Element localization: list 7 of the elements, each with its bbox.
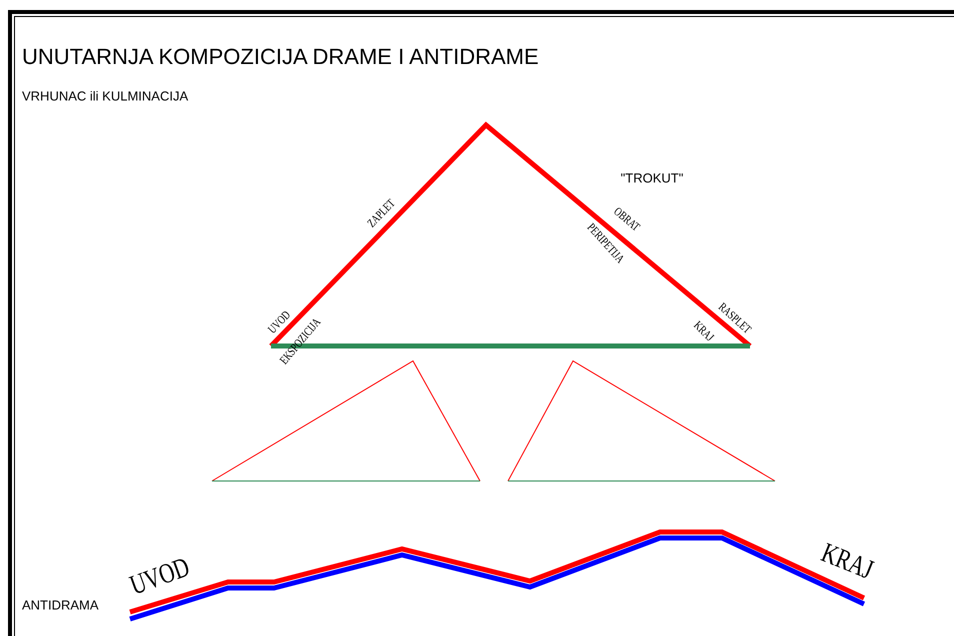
shape-label: "TROKUT" — [620, 172, 684, 184]
side-label: ANTIDRAMA — [22, 598, 99, 612]
line-label: KRAJ — [817, 539, 877, 585]
subtitle: VRHUNAC ili KULMINACIJA — [22, 90, 188, 102]
line-label: UVOD — [126, 553, 194, 601]
line-label: KRAJ — [692, 318, 716, 344]
title: UNUTARNJA KOMPOZICIJA DRAME I ANTIDRAME — [22, 46, 539, 68]
